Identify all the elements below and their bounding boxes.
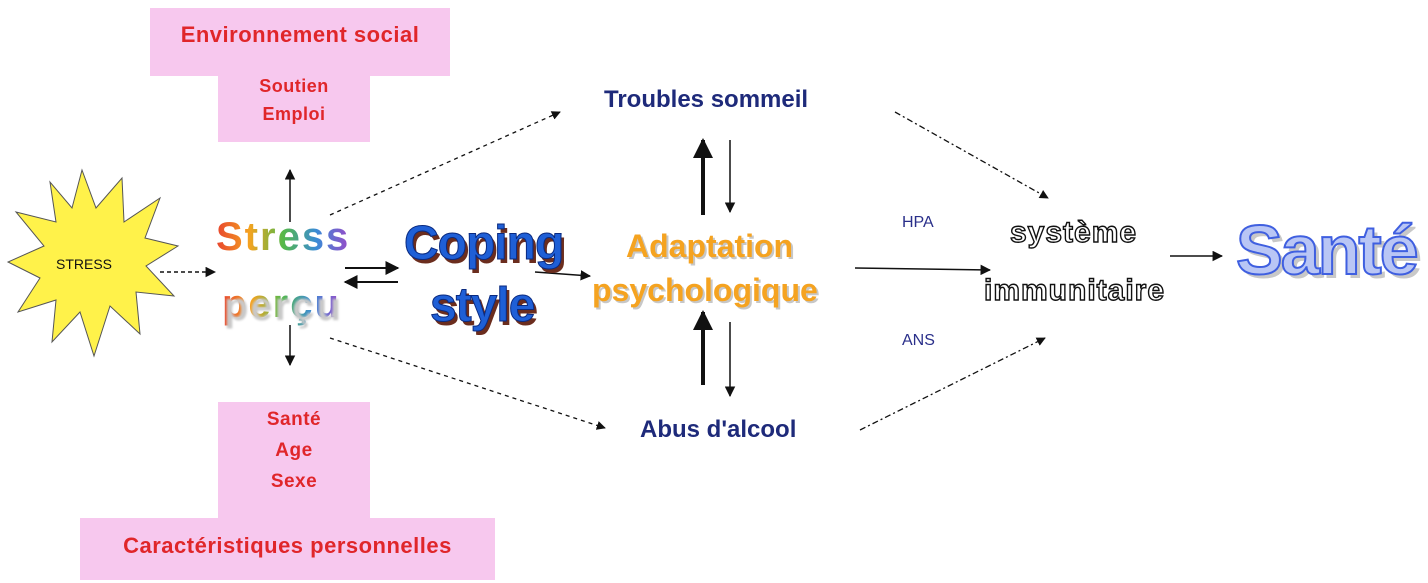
troubles-sommeil-label: Troubles sommeil <box>604 86 809 113</box>
social-item-emploi: Emploi <box>262 104 326 124</box>
systeme-line2: immunitaire <box>983 273 1166 307</box>
percu-word-text: perçu <box>222 282 341 326</box>
personal-characteristics-subbox <box>218 402 370 522</box>
stress-burst-shape <box>6 168 180 358</box>
personal-characteristics-box <box>80 518 495 580</box>
stress-word-text: Stress <box>216 215 351 259</box>
stress-burst-label: STRESS <box>56 256 113 272</box>
personal-characteristics-title: Caractéristiques personnelles <box>123 533 452 558</box>
stress-percu-word-percu: perçu <box>222 282 341 327</box>
abus-alcool-label: Abus d'alcool <box>640 416 797 443</box>
coping-style-line1: Coping <box>403 217 564 271</box>
stress-percu-word-stress: Stress <box>216 215 350 260</box>
social-environment-title: Environnement social <box>180 22 420 47</box>
coping-style-line2: style <box>429 279 535 333</box>
social-environment-subbox <box>218 70 370 142</box>
social-item-soutien: Soutien <box>259 76 329 96</box>
social-environment-box <box>150 8 450 76</box>
adaptation-line1: Adaptation <box>626 228 794 264</box>
adaptation-line2: psychologique <box>592 272 818 308</box>
hpa-label: HPA <box>902 214 934 231</box>
ans-label: ANS <box>902 332 935 349</box>
personal-item-age: Age <box>275 440 313 461</box>
systeme-line1: système <box>1009 215 1138 249</box>
personal-item-sexe: Sexe <box>270 471 318 492</box>
sante-final-label: Santé <box>1235 210 1420 290</box>
personal-item-sante: Santé <box>266 409 322 430</box>
